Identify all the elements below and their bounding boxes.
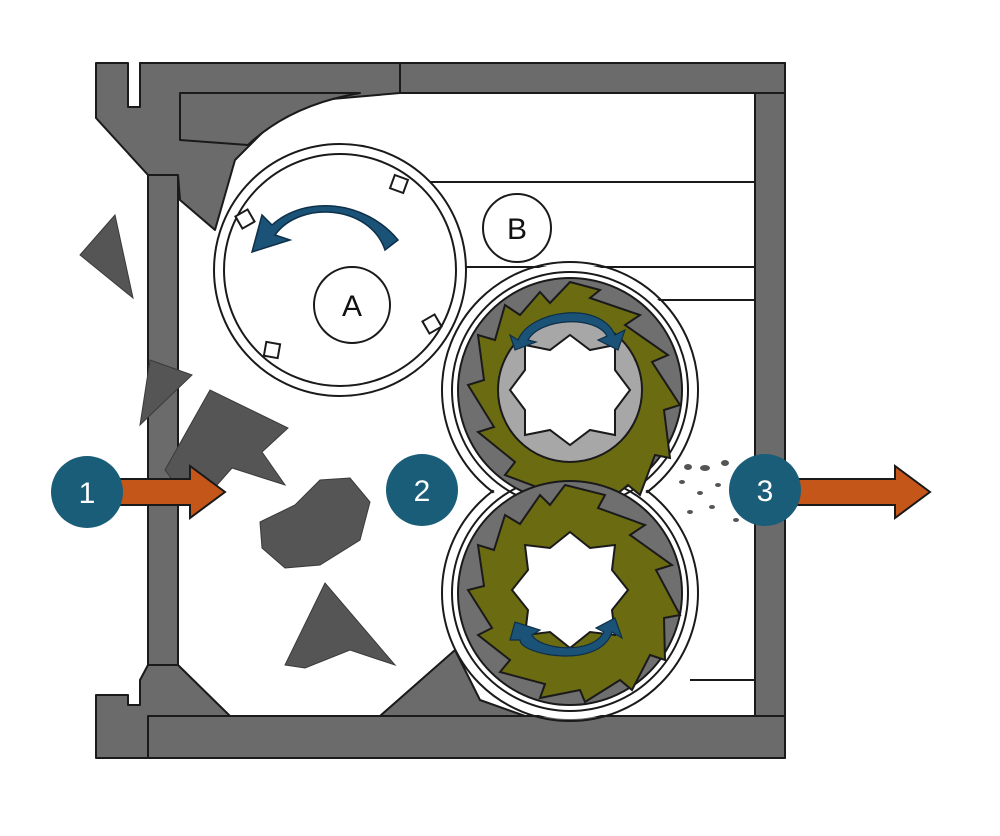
debris-piece xyxy=(79,213,134,300)
housing-top-bar xyxy=(399,62,786,94)
upper-rotor-bore xyxy=(508,333,632,447)
housing-bottom-wall xyxy=(147,715,786,759)
input-arrow-icon xyxy=(119,464,227,520)
step-2-badge: 2 xyxy=(386,454,458,526)
step-3-badge: 3 xyxy=(729,454,801,526)
debris-piece xyxy=(259,477,371,569)
step-3-text: 3 xyxy=(757,475,774,508)
rotation-arrow-icon xyxy=(508,312,627,351)
step-1-badge: 1 xyxy=(51,456,123,528)
rotation-arrow-icon xyxy=(509,617,624,657)
particle xyxy=(687,510,693,514)
part-b-text: B xyxy=(507,213,527,246)
housing-bottom-wedge xyxy=(379,649,526,717)
output-particles xyxy=(679,460,743,522)
feed-roller-notches xyxy=(234,173,443,360)
part-b-label: B xyxy=(482,193,552,263)
particle xyxy=(715,483,721,487)
housing-guide-wedge xyxy=(179,92,361,146)
housing-bottom-flange xyxy=(95,664,231,759)
rotation-arrow-icon xyxy=(250,205,400,254)
particle xyxy=(709,505,715,509)
particle xyxy=(700,465,710,471)
particle xyxy=(733,518,739,522)
upper-rotor xyxy=(457,277,683,514)
part-a-text: A xyxy=(342,290,362,323)
lower-rotor xyxy=(457,480,683,706)
output-arrow-icon xyxy=(794,464,932,520)
step-2-text: 2 xyxy=(414,475,431,508)
housing-right-wall xyxy=(754,62,786,759)
plate-upper xyxy=(429,181,756,268)
housing-left-wall xyxy=(147,174,179,666)
particle xyxy=(721,460,729,466)
part-a-label: A xyxy=(313,266,391,344)
particle xyxy=(697,491,703,495)
step-1-text: 1 xyxy=(79,477,96,510)
debris-piece xyxy=(284,582,397,669)
housing xyxy=(95,62,786,759)
particle xyxy=(684,464,692,470)
debris-piece xyxy=(139,359,193,427)
particle xyxy=(679,480,685,484)
